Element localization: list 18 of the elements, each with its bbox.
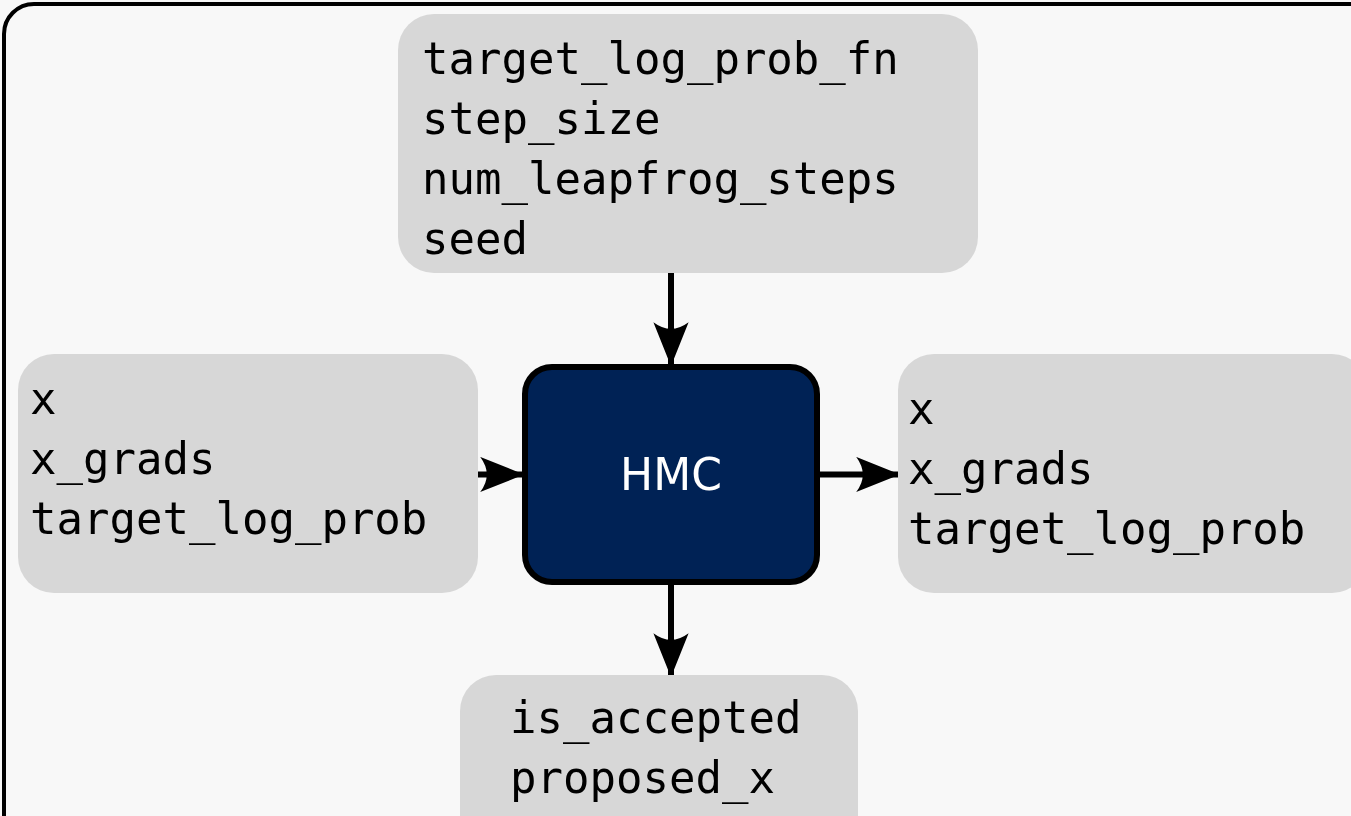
variable-name: target_log_prob bbox=[30, 492, 428, 547]
variable-name: proposed_x bbox=[510, 751, 775, 806]
variable-name: x bbox=[30, 372, 57, 426]
variable-name: target_log_prob bbox=[908, 502, 1306, 557]
variable-name: x_grads bbox=[908, 442, 1094, 497]
variable-name: seed bbox=[422, 212, 528, 266]
parameter-box bbox=[18, 354, 478, 593]
variable-name: x_grads bbox=[30, 432, 216, 487]
process-box bbox=[522, 364, 820, 585]
parameter-box bbox=[398, 14, 978, 273]
process-label: HMC bbox=[620, 449, 722, 500]
variable-name: num_leapfrog_steps bbox=[422, 152, 899, 207]
variable-name: is_accepted bbox=[510, 691, 802, 746]
parameter-box bbox=[460, 675, 858, 816]
parameter-box bbox=[898, 354, 1351, 593]
variable-name: step_size bbox=[422, 92, 661, 147]
variable-name: target_log_prob_fn bbox=[422, 32, 899, 87]
variable-name: x bbox=[908, 382, 935, 436]
